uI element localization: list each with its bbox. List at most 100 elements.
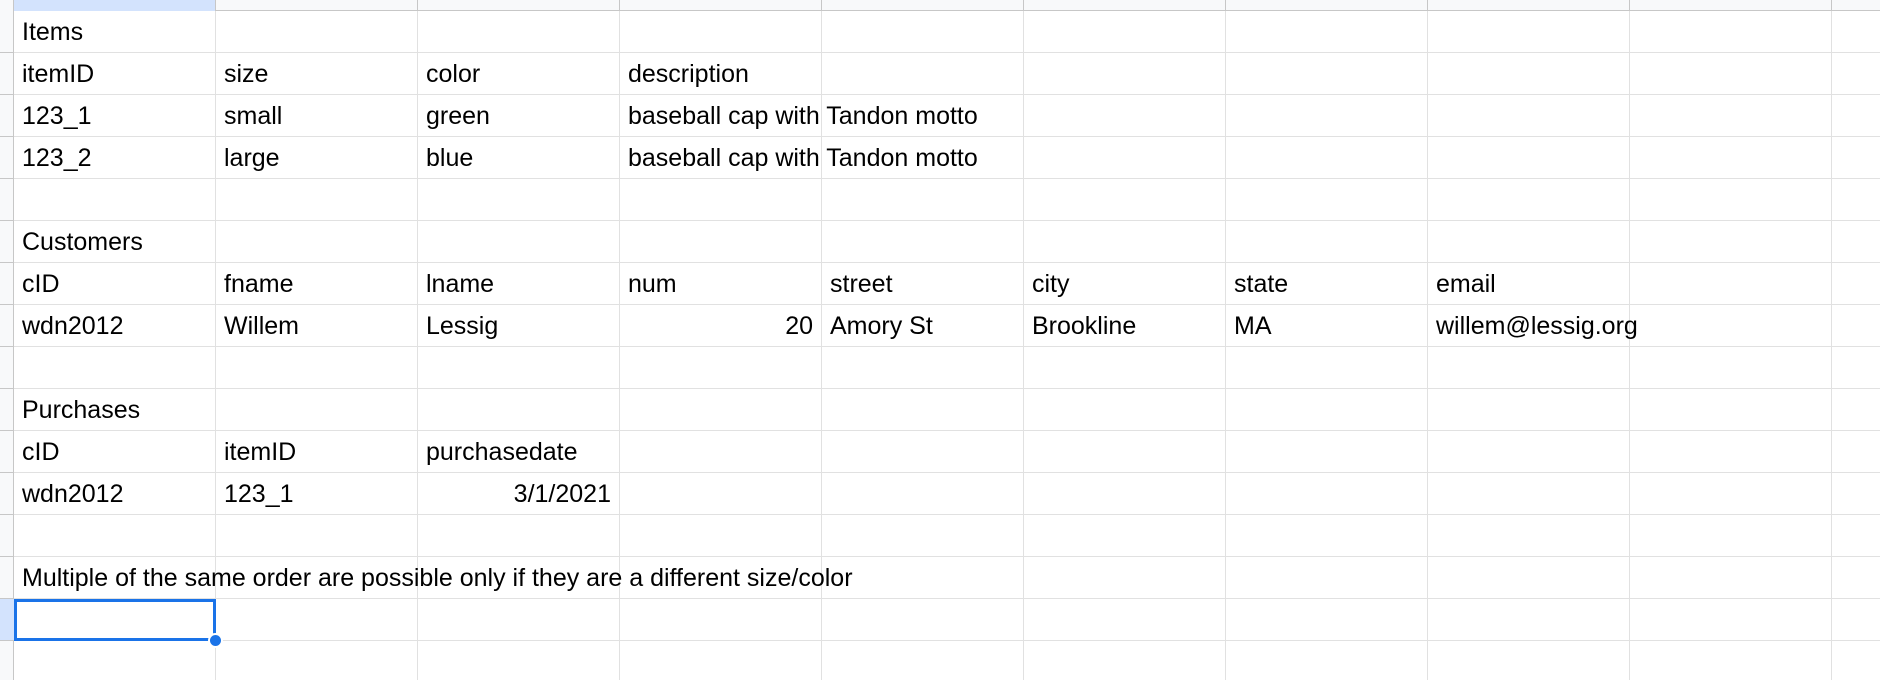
cell-g10[interactable]: [1226, 389, 1428, 431]
cell-i11[interactable]: [1630, 431, 1832, 473]
cell-b12[interactable]: 123_1: [216, 473, 418, 515]
cell-b11[interactable]: itemID: [216, 431, 418, 473]
cell-b14[interactable]: [216, 557, 418, 599]
cell-a12[interactable]: wdn2012: [14, 473, 216, 515]
cell-a6[interactable]: Customers: [14, 221, 216, 263]
row-header-16[interactable]: [0, 641, 14, 680]
cell-h1[interactable]: [1428, 11, 1630, 53]
cell-c12[interactable]: 3/1/2021: [418, 473, 620, 515]
row-header-10[interactable]: [0, 389, 14, 431]
cell-j3[interactable]: [1832, 95, 1880, 137]
cell-a10[interactable]: Purchases: [14, 389, 216, 431]
cell-i14[interactable]: [1630, 557, 1832, 599]
column-header-i[interactable]: [1630, 0, 1832, 11]
cell-c3[interactable]: green: [418, 95, 620, 137]
cell-d3[interactable]: baseball cap with Tandon motto: [620, 95, 978, 137]
cell-j1[interactable]: [1832, 11, 1880, 53]
cell-a7[interactable]: cID: [14, 263, 216, 305]
cell-g8[interactable]: MA: [1226, 305, 1428, 347]
active-cell-selection[interactable]: [14, 599, 216, 641]
column-header-strip[interactable]: [14, 0, 1880, 11]
cell-f1[interactable]: [1024, 11, 1226, 53]
cell-f10[interactable]: [1024, 389, 1226, 431]
cell-a4[interactable]: 123_2: [14, 137, 216, 179]
cell-h3[interactable]: [1428, 95, 1630, 137]
cell-e7[interactable]: street: [822, 263, 1024, 305]
cell-i3[interactable]: [1630, 95, 1832, 137]
cell-b3[interactable]: small: [216, 95, 418, 137]
cell-h16[interactable]: [1428, 641, 1630, 680]
cell-d10[interactable]: [620, 389, 822, 431]
cell-i16[interactable]: [1630, 641, 1832, 680]
cell-j9[interactable]: [1832, 347, 1880, 389]
cell-g7[interactable]: state: [1226, 263, 1428, 305]
column-header-h[interactable]: [1428, 0, 1630, 11]
cell-e1[interactable]: [822, 11, 1024, 53]
column-header-f[interactable]: [1024, 0, 1226, 11]
cell-a9[interactable]: [14, 347, 216, 389]
cell-b15[interactable]: [216, 599, 418, 641]
cell-h9[interactable]: [1428, 347, 1630, 389]
cell-d15[interactable]: [620, 599, 822, 641]
cell-b2[interactable]: size: [216, 53, 418, 95]
cell-f8[interactable]: Brookline: [1024, 305, 1226, 347]
cell-c4[interactable]: blue: [418, 137, 620, 179]
cell-g16[interactable]: [1226, 641, 1428, 680]
cell-i2[interactable]: [1630, 53, 1832, 95]
cell-c7[interactable]: lname: [418, 263, 620, 305]
cell-d13[interactable]: [620, 515, 822, 557]
cell-i10[interactable]: [1630, 389, 1832, 431]
cell-j16[interactable]: [1832, 641, 1880, 680]
cell-i15[interactable]: [1630, 599, 1832, 641]
cell-g3[interactable]: [1226, 95, 1428, 137]
cell-h12[interactable]: [1428, 473, 1630, 515]
column-header-j[interactable]: [1832, 0, 1880, 11]
cell-j13[interactable]: [1832, 515, 1880, 557]
cell-c15[interactable]: [418, 599, 620, 641]
cell-a11[interactable]: cID: [14, 431, 216, 473]
row-header-7[interactable]: [0, 263, 14, 305]
cell-b7[interactable]: fname: [216, 263, 418, 305]
row-header-3[interactable]: [0, 95, 14, 137]
cell-f6[interactable]: [1024, 221, 1226, 263]
cell-b6[interactable]: [216, 221, 418, 263]
cell-i7[interactable]: [1630, 263, 1832, 305]
cell-d5[interactable]: [620, 179, 822, 221]
cell-f4[interactable]: [1024, 137, 1226, 179]
row-header-strip[interactable]: [0, 0, 14, 680]
cell-b5[interactable]: [216, 179, 418, 221]
row-header-2[interactable]: [0, 53, 14, 95]
cell-d11[interactable]: [620, 431, 822, 473]
cell-e6[interactable]: [822, 221, 1024, 263]
cell-e11[interactable]: [822, 431, 1024, 473]
cell-c16[interactable]: [418, 641, 620, 680]
cell-f5[interactable]: [1024, 179, 1226, 221]
cell-a3[interactable]: 123_1: [14, 95, 216, 137]
cell-c13[interactable]: [418, 515, 620, 557]
fill-handle[interactable]: [208, 633, 223, 648]
cell-c9[interactable]: [418, 347, 620, 389]
cell-j4[interactable]: [1832, 137, 1880, 179]
cell-h7[interactable]: email: [1428, 263, 1630, 305]
cell-j12[interactable]: [1832, 473, 1880, 515]
cell-d16[interactable]: [620, 641, 822, 680]
cell-b1[interactable]: [216, 11, 418, 53]
cell-h13[interactable]: [1428, 515, 1630, 557]
cell-e5[interactable]: [822, 179, 1024, 221]
cell-b8[interactable]: Willem: [216, 305, 418, 347]
cell-g14[interactable]: [1226, 557, 1428, 599]
cell-a1[interactable]: Items: [14, 11, 216, 53]
cell-e9[interactable]: [822, 347, 1024, 389]
cell-f9[interactable]: [1024, 347, 1226, 389]
cell-c8[interactable]: Lessig: [418, 305, 620, 347]
cell-f14[interactable]: [1024, 557, 1226, 599]
row-header-1[interactable]: [0, 11, 14, 53]
cell-c11[interactable]: purchasedate: [418, 431, 620, 473]
cell-f12[interactable]: [1024, 473, 1226, 515]
cell-i12[interactable]: [1630, 473, 1832, 515]
cell-f2[interactable]: [1024, 53, 1226, 95]
cell-f7[interactable]: city: [1024, 263, 1226, 305]
cell-d12[interactable]: [620, 473, 822, 515]
cell-d14[interactable]: [620, 557, 822, 599]
